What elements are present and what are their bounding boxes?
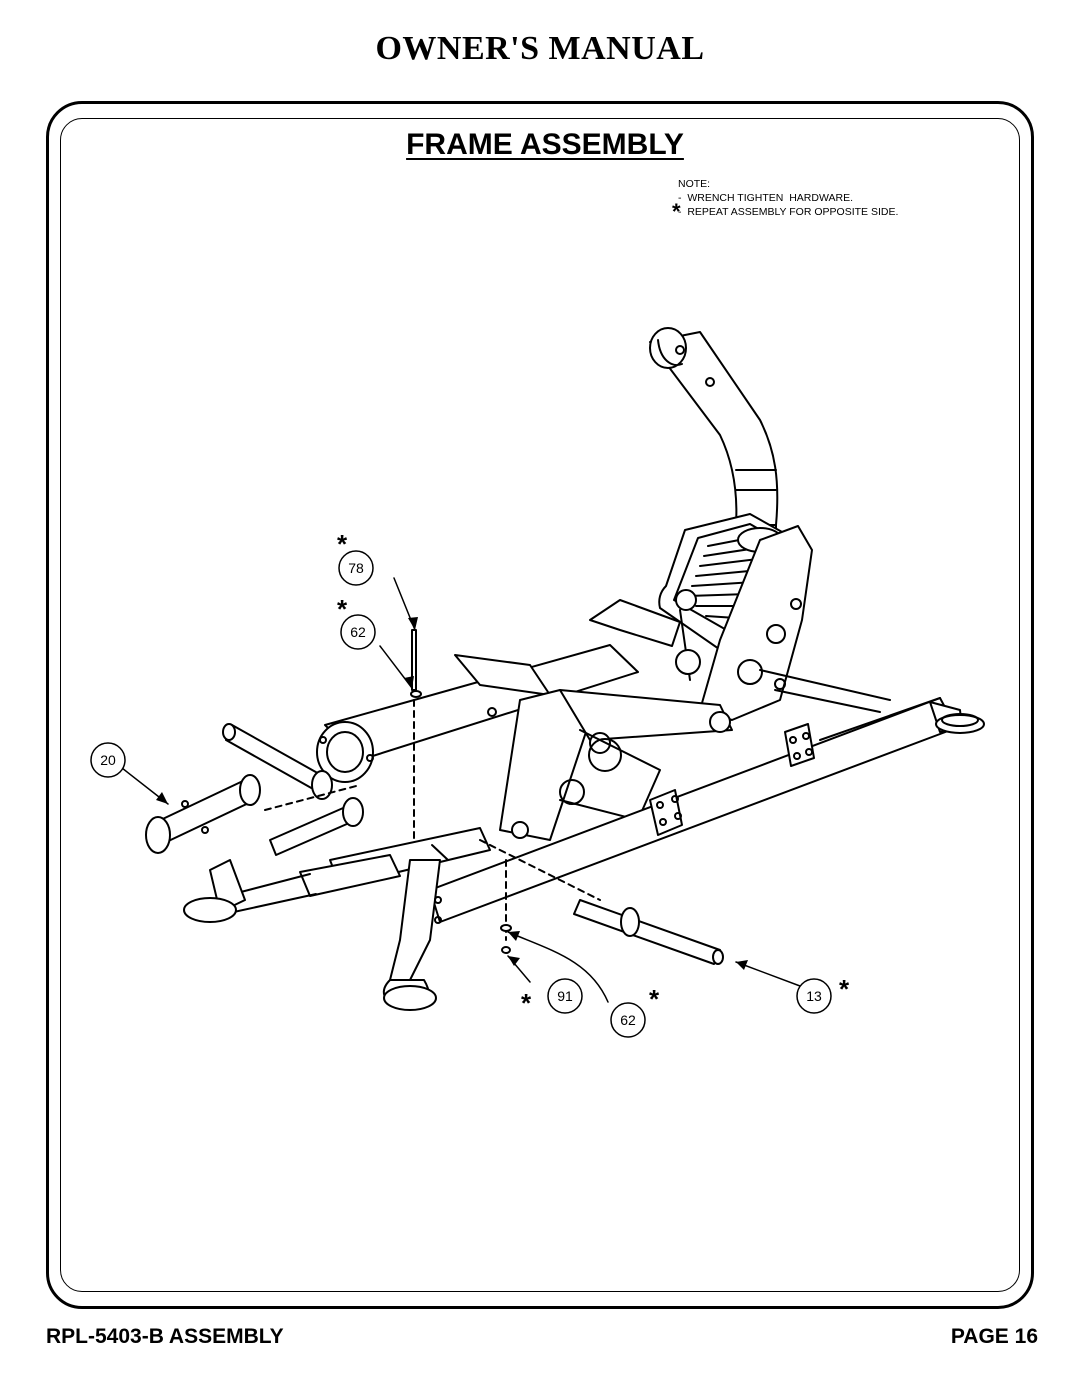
section-title: FRAME ASSEMBLY — [0, 128, 1080, 162]
page-frame-inner — [60, 118, 1020, 1292]
frame-assembly-diagram: 78 * 62 * 20 91 * 62 * 13 * — [90, 327, 985, 1038]
front-leg — [382, 844, 449, 1011]
callout-78-label: 78 — [348, 560, 364, 576]
note-line-1: - WRENCH TIGHTEN HARDWARE. — [678, 192, 853, 204]
callout-20-label: 20 — [100, 752, 116, 768]
note-heading: NOTE: — [678, 178, 711, 190]
callout-78-star-icon: * — [337, 529, 348, 559]
callout-62-lower: 62 * — [610, 984, 660, 1038]
rod-part-13 — [479, 839, 724, 965]
rod-part-20 — [145, 723, 361, 854]
callout-62-upper: 62 * — [337, 594, 376, 650]
callout-62-lower-label: 62 — [620, 1012, 636, 1028]
callout-13: 13 * — [796, 974, 850, 1014]
manual-title: OWNER'S MANUAL — [375, 30, 705, 67]
pivot-assembly — [499, 689, 733, 841]
callout-13-star-icon: * — [839, 974, 850, 1004]
side-bracket — [699, 525, 813, 721]
front-rod-left — [269, 797, 364, 856]
callout-91-label: 91 — [557, 988, 573, 1004]
callout-91: 91 * — [521, 978, 583, 1018]
callout-62-upper-label: 62 — [350, 624, 366, 640]
left-foot — [183, 859, 246, 923]
callout-62-lower-star-icon: * — [649, 984, 660, 1014]
footer-page-number: PAGE 16 — [950, 1325, 1038, 1348]
callout-62-upper-star-icon: * — [337, 594, 348, 624]
note-line-2: - REPEAT ASSEMBLY FOR OPPOSITE SIDE. — [678, 206, 899, 218]
callout-13-label: 13 — [806, 988, 822, 1004]
note-star-icon: * — [672, 199, 681, 224]
section-title-text: FRAME ASSEMBLY — [406, 128, 684, 161]
upright-arm — [649, 327, 779, 551]
right-foot — [929, 701, 985, 734]
seat-bracket — [589, 589, 701, 681]
callout-20: 20 — [90, 742, 126, 778]
assembly-note: NOTE: - WRENCH TIGHTEN HARDWARE. * - REP… — [672, 177, 899, 223]
page-frame-outer — [46, 101, 1034, 1309]
callout-91-star-icon: * — [521, 988, 532, 1018]
callout-78: 78 * — [337, 529, 374, 586]
callout-arrowheads — [156, 617, 748, 970]
base-rail — [429, 669, 957, 923]
footer-model: RPL-5403-B ASSEMBLY — [46, 1325, 284, 1348]
